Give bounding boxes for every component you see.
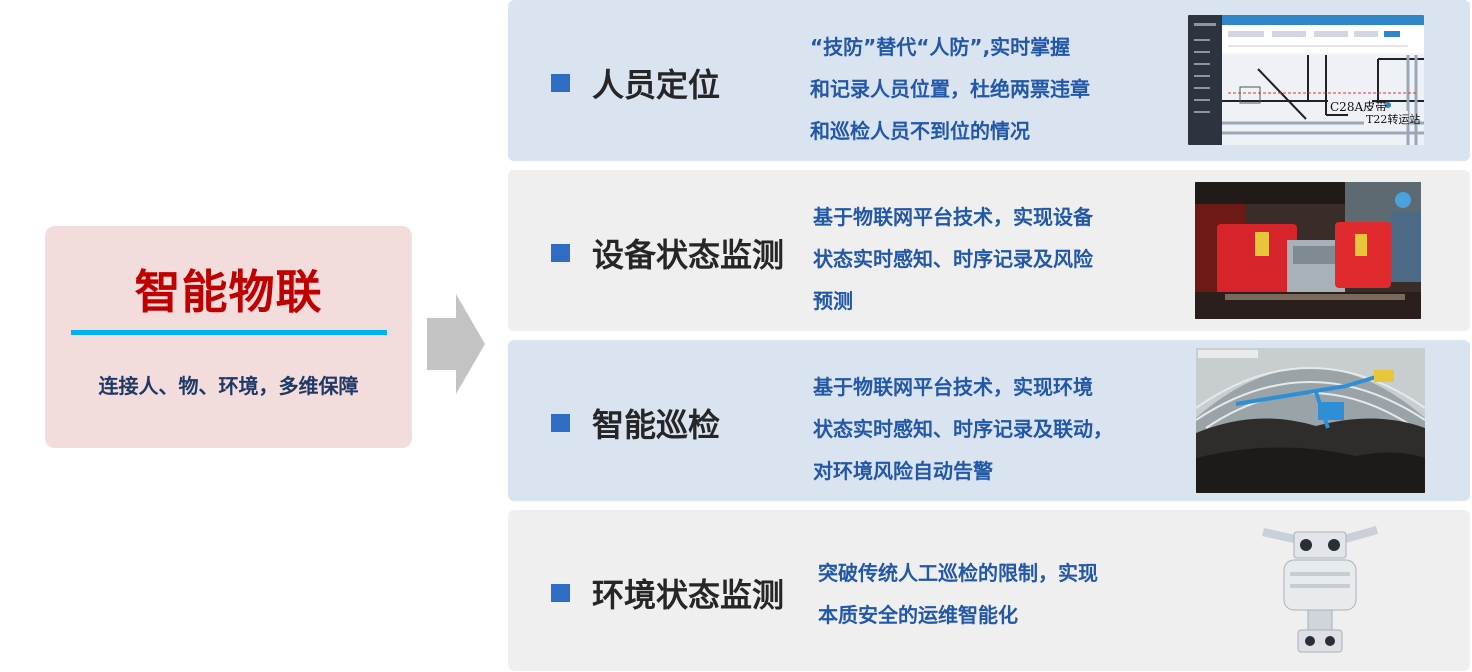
- feature-row-intelligent-inspection: 智能巡检 基于物联网平台技术，实现环境 状态实时感知、时序记录及联动， 对环境风…: [508, 340, 1470, 501]
- feature-row-personnel-positioning: 人员定位 “技防”替代“人防”,实时掌握 和记录人员位置，杜绝两票违章 和巡检人…: [508, 0, 1470, 161]
- positioning-system-screenshot: C28A皮带 T22转运站: [1188, 15, 1424, 145]
- feature-row-equipment-monitoring: 设备状态监测 基于物联网平台技术，实现设备 状态实时感知、时序记录及风险 预测: [508, 170, 1470, 331]
- feature-description: “技防”替代“人防”,实时掌握 和记录人员位置，杜绝两票违章 和巡检人员不到位的…: [810, 26, 1170, 152]
- bullet-square-icon: [551, 414, 570, 432]
- description-line: 和巡检人员不到位的情况: [810, 119, 1030, 143]
- description-line: “技防”替代“人防”,实时掌握: [810, 35, 1071, 59]
- description-line: 基于物联网平台技术，实现设备: [813, 205, 1093, 229]
- map-label: T22转运站: [1366, 112, 1420, 126]
- hub-title: 智能物联: [134, 265, 323, 319]
- feature-title: 环境状态监测: [592, 576, 785, 614]
- arrow-right-icon: [427, 294, 485, 394]
- feature-title: 人员定位: [592, 66, 721, 104]
- hub-subtitle: 连接人、物、环境，多维保障: [98, 374, 359, 398]
- feature-description: 基于物联网平台技术，实现环境 状态实时感知、时序记录及联动， 对环境风险自动告警: [813, 366, 1173, 492]
- description-line: 基于物联网平台技术，实现环境: [813, 375, 1093, 399]
- bullet-square-icon: [551, 584, 570, 602]
- feature-description: 突破传统人工巡检的限制，实现 本质安全的运维智能化: [818, 552, 1178, 636]
- bullet-square-icon: [551, 244, 570, 262]
- description-line: 突破传统人工巡检的限制，实现: [818, 561, 1098, 585]
- description-line: 状态实时感知、时序记录及风险: [813, 247, 1093, 271]
- inspection-robot-camera-icon: [1260, 522, 1380, 662]
- description-line: 预测: [813, 289, 853, 313]
- coal-yard-photo: [1196, 348, 1425, 493]
- equipment-photo: [1195, 182, 1421, 319]
- feature-title: 设备状态监测: [592, 236, 785, 274]
- hub-card: 智能物联 连接人、物、环境，多维保障: [45, 226, 412, 448]
- feature-title: 智能巡检: [592, 406, 721, 444]
- hub-divider: [71, 330, 387, 335]
- description-line: 对环境风险自动告警: [813, 459, 993, 483]
- description-line: 本质安全的运维智能化: [818, 603, 1018, 627]
- bullet-square-icon: [551, 74, 570, 92]
- description-line: 和记录人员位置，杜绝两票违章: [810, 77, 1090, 101]
- description-line: 状态实时感知、时序记录及联动，: [813, 417, 1113, 441]
- feature-description: 基于物联网平台技术，实现设备 状态实时感知、时序记录及风险 预测: [813, 196, 1173, 322]
- feature-row-environment-monitoring: 环境状态监测 突破传统人工巡检的限制，实现 本质安全的运维智能化: [508, 510, 1470, 671]
- map-label: C28A皮带: [1330, 100, 1387, 114]
